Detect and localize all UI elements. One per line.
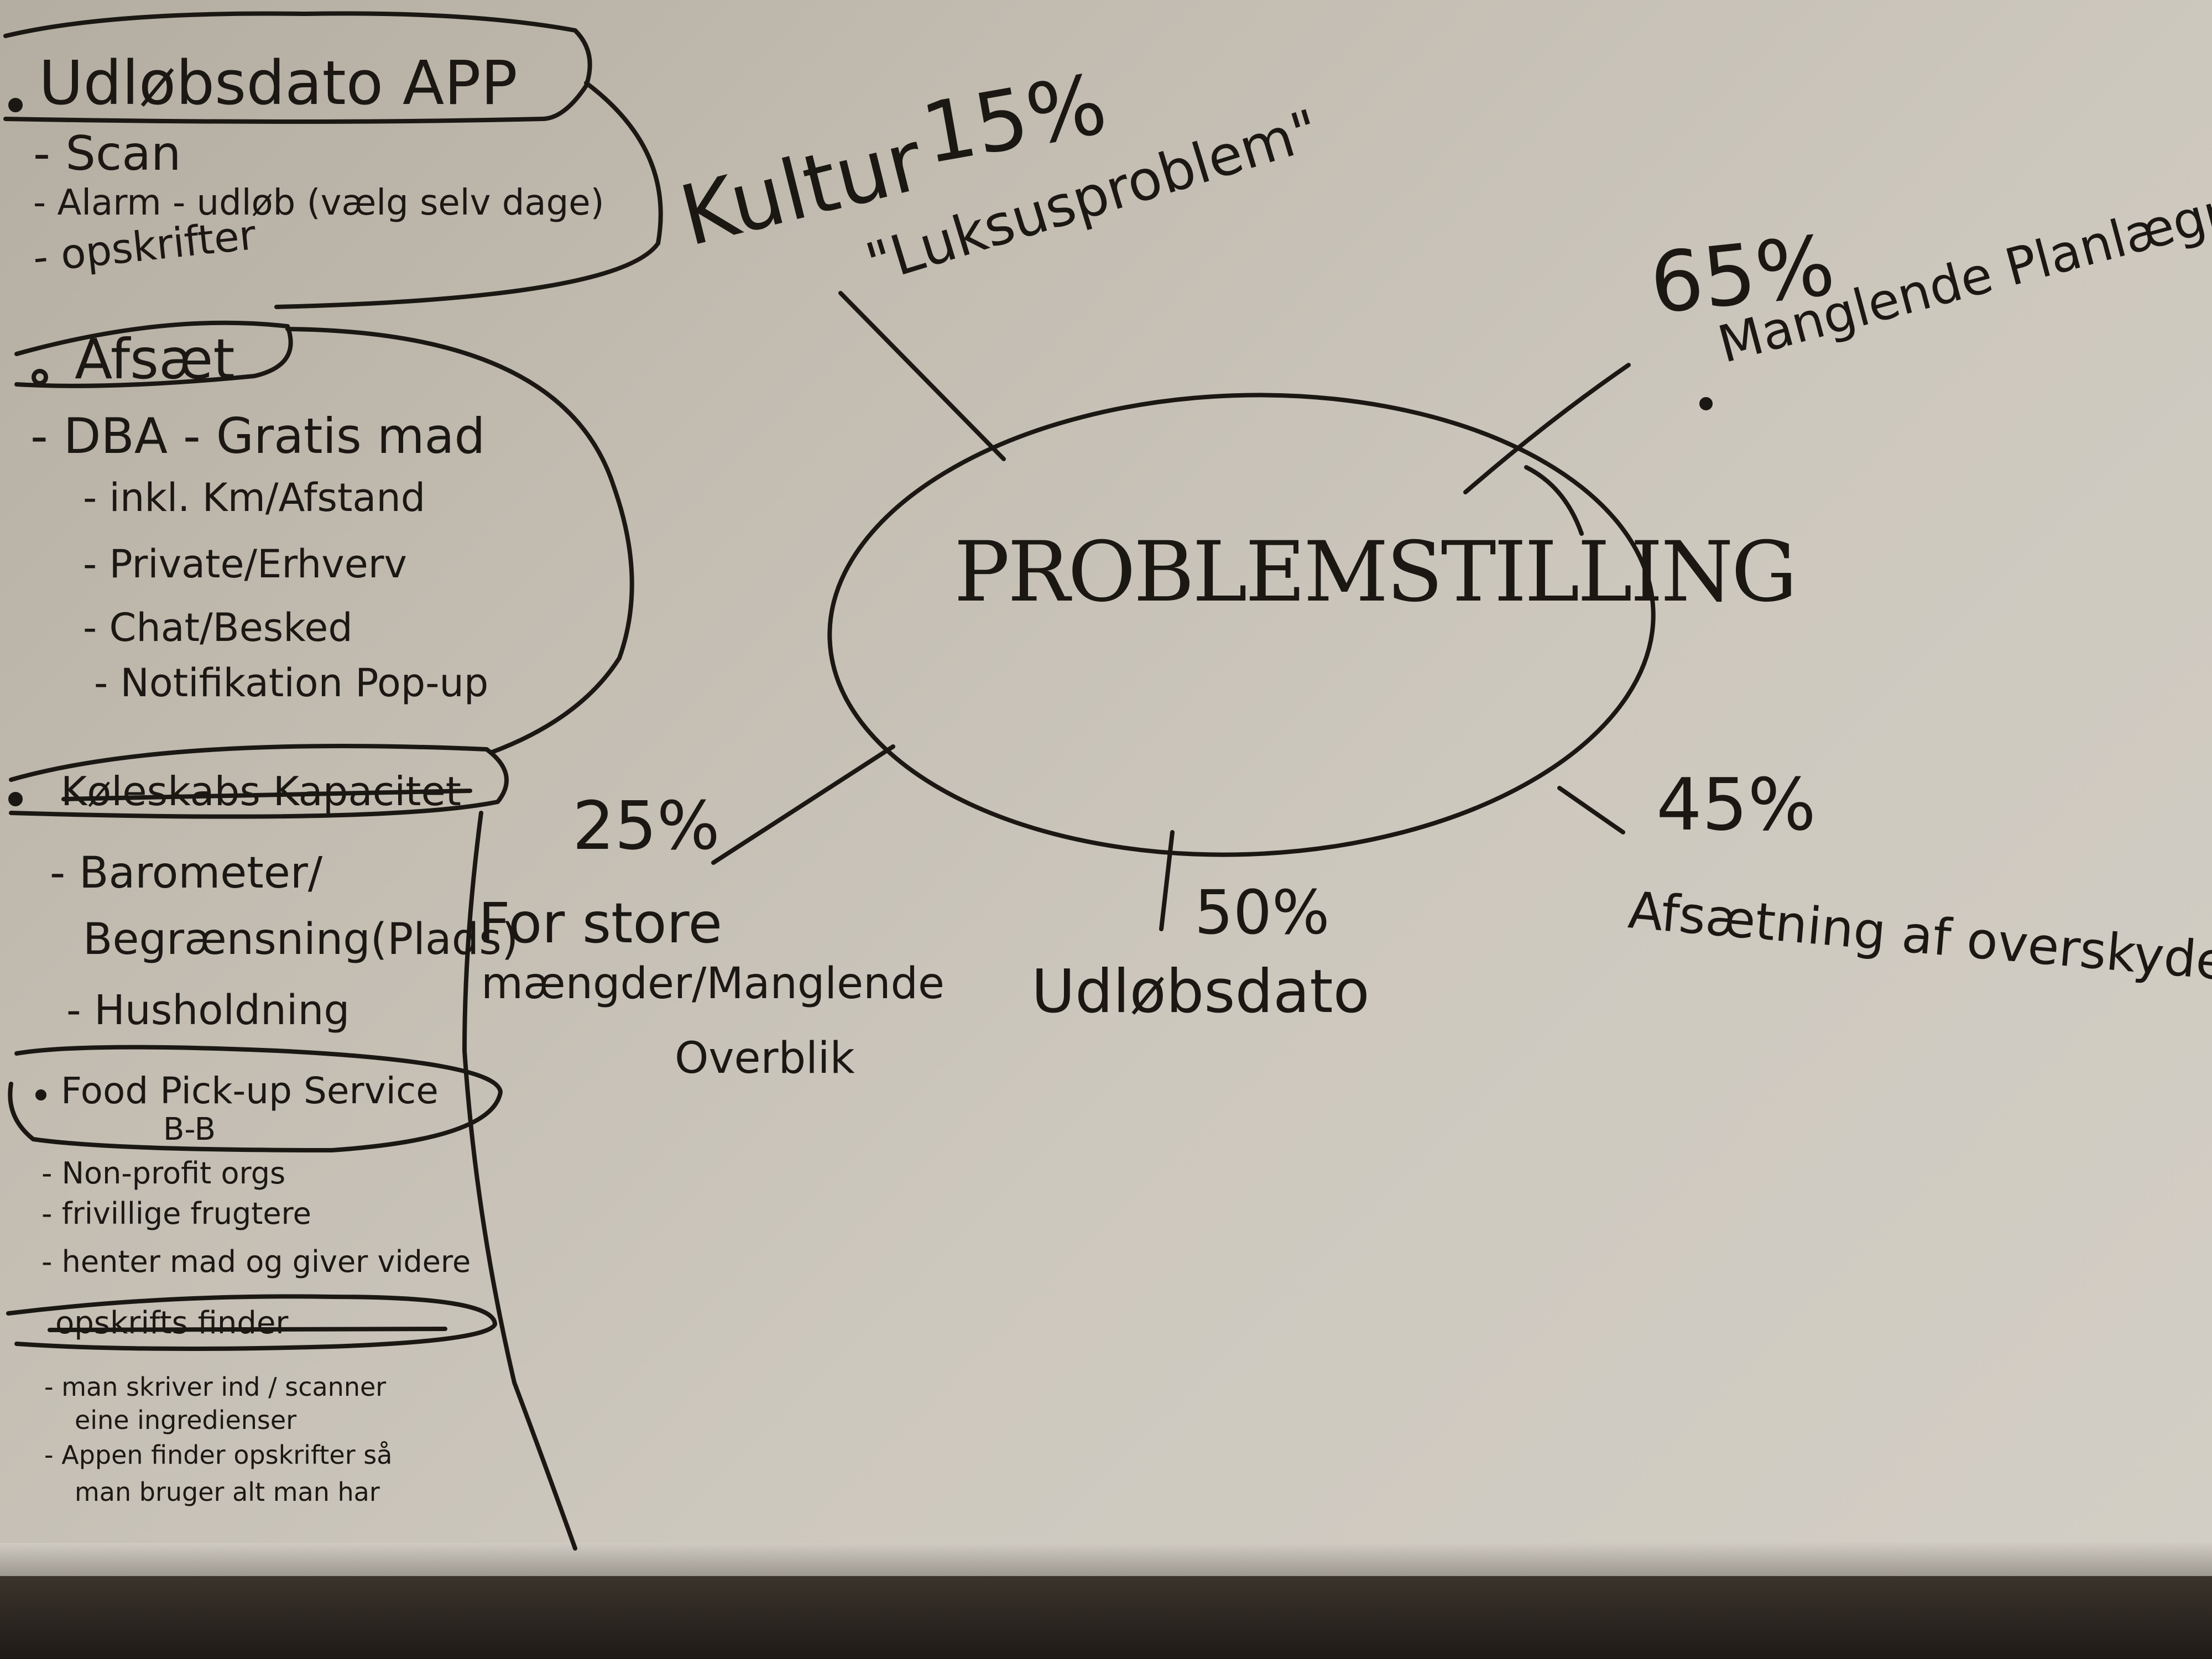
whiteboard xyxy=(0,0,2212,1554)
bullet xyxy=(35,1089,46,1100)
box-app-bottom xyxy=(274,81,663,309)
koleskab-item-husholdning: - Husholdning xyxy=(66,987,350,1034)
bullet xyxy=(8,792,23,806)
bullet xyxy=(8,98,23,112)
afsaet-item-private: - Private/Erhverv xyxy=(83,541,407,587)
food-title: Food Pick-up Service xyxy=(61,1070,439,1112)
center-ellipse xyxy=(827,393,1656,857)
whiteboard-ink-strokes xyxy=(3,11,1713,1551)
opskrift-item-appen: - Appen finder opskrifter så xyxy=(44,1440,393,1470)
box-app xyxy=(3,11,592,124)
strike-koleskab xyxy=(61,789,472,801)
food-subtitle: B-B xyxy=(163,1112,216,1147)
koleskab-item-begraensning: Begrænsning(Plads) xyxy=(83,915,519,964)
bullet xyxy=(32,369,48,385)
food-item-henter: - henter mad og giver videre xyxy=(41,1244,471,1279)
box-afsaet xyxy=(14,320,293,388)
koleskab-title: Køleskabs Kapacitet xyxy=(61,768,461,815)
udlob-percent: 50% xyxy=(1194,877,1330,948)
center-title: PROBLEMSTILLING xyxy=(954,524,1797,620)
opskrift-item-ingredienser: eine ingredienser xyxy=(75,1405,297,1435)
afsaet-title: Afsæt xyxy=(75,327,235,392)
underline-opskrift xyxy=(48,1327,447,1332)
opskrift-item-skriver: - man skriver ind / scanner xyxy=(44,1372,387,1402)
spoke-udlob xyxy=(1159,830,1175,931)
afsaet-item-chat: - Chat/Besked xyxy=(83,605,353,650)
maengder-percent: 25% xyxy=(572,788,720,865)
opskrift-title: opskrifts finder xyxy=(55,1305,289,1341)
app-item-scan: - Scan xyxy=(33,126,181,181)
opskrift-item-bruger: man bruger alt man har xyxy=(75,1477,380,1507)
udlob-label: Udløbsdato xyxy=(1031,957,1370,1026)
spoke-afsaetning xyxy=(1557,786,1625,834)
food-item-nonprofit: - Non-profit orgs xyxy=(41,1156,286,1191)
spoke-planlaegning xyxy=(1463,363,1631,494)
maengder-line3: Overblik xyxy=(675,1034,855,1083)
app-item-alarm: - Alarm - udløb (vælg selv dage) xyxy=(33,182,604,223)
box-koleskab xyxy=(9,744,509,819)
room-floor xyxy=(0,1576,2212,1659)
box-koleskab-right xyxy=(462,811,577,1551)
afsaet-item-dba: - DBA - Gratis mad xyxy=(30,408,486,465)
marker-tray xyxy=(0,1543,2212,1576)
app-title: Udløbsdato APP xyxy=(39,48,518,118)
box-opskrift xyxy=(6,1294,497,1351)
afsaetning-percent: 45% xyxy=(1656,763,1816,847)
koleskab-item-barometer: - Barometer/ xyxy=(50,848,323,898)
bullet xyxy=(1699,397,1713,410)
afsaet-item-km: - inkl. Km/Afstand xyxy=(83,475,426,520)
food-item-frivillige: - frivillige frugtere xyxy=(41,1196,311,1231)
maengder-line2: mængder/Manglende xyxy=(481,959,945,1009)
spoke-kultur xyxy=(838,291,1006,461)
spoke-maengder xyxy=(711,744,895,865)
box-afsaet-right xyxy=(285,327,634,754)
spoke-planlaegning-tick xyxy=(1524,465,1584,536)
afsaet-item-notifikation: - Notifikation Pop-up xyxy=(94,660,489,706)
box-food xyxy=(8,1045,503,1152)
maengder-line1: For store xyxy=(478,891,722,956)
